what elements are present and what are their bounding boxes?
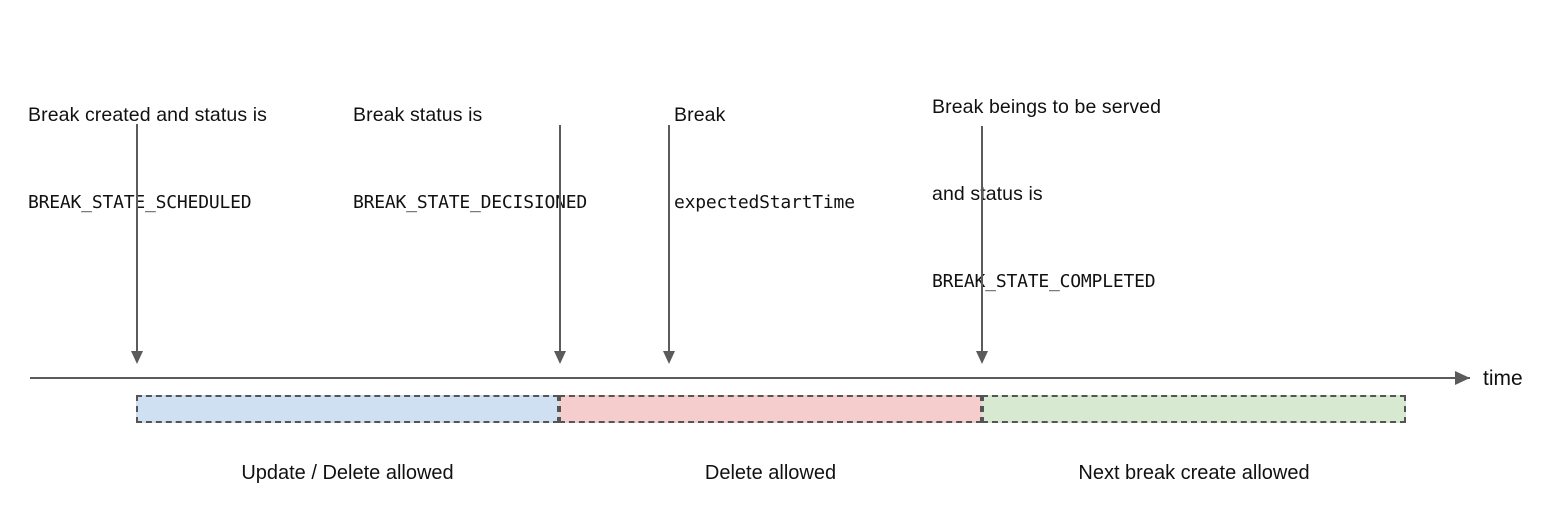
phase-caption-next-break-create: Next break create allowed: [1078, 462, 1310, 484]
event-label-line1: Break status is: [353, 104, 483, 126]
event-label-line1: Break beings to be served: [932, 96, 1162, 118]
time-axis-line: [30, 377, 1470, 379]
event-label-scheduled: Break created and status is BREAK_STATE_…: [28, 43, 267, 275]
event-label-completed: Break beings to be served and status is …: [932, 35, 1161, 354]
time-axis-label: time: [1483, 367, 1523, 390]
phase-bar-delete: [559, 395, 982, 423]
phase-caption-delete: Delete allowed: [704, 462, 837, 484]
pointer-shaft: [136, 124, 138, 351]
event-label-line1: Break: [674, 104, 726, 126]
pointer-arrowhead-icon: [554, 351, 566, 364]
event-label-line2: expectedStartTime: [674, 192, 855, 213]
event-label-expected-start-time: Break expectedStartTime: [674, 43, 855, 275]
pointer-shaft: [559, 125, 561, 351]
event-label-decisioned: Break status is BREAK_STATE_DECISIONED: [353, 43, 587, 275]
pointer-arrowhead-icon: [131, 351, 143, 364]
pointer-shaft: [981, 126, 983, 351]
event-label-line2: BREAK_STATE_DECISIONED: [353, 192, 588, 213]
pointer-arrowhead-icon: [976, 351, 988, 364]
event-label-line3: BREAK_STATE_COMPLETED: [932, 271, 1156, 292]
phase-caption-update-delete: Update / Delete allowed: [241, 462, 454, 484]
pointer-arrowhead-icon: [663, 351, 675, 364]
event-label-line2: BREAK_STATE_SCHEDULED: [28, 192, 252, 213]
phase-bar-next-break-create: [982, 395, 1406, 423]
phase-bar-update-delete: [136, 395, 559, 423]
time-axis-arrowhead-icon: [1455, 371, 1470, 385]
event-label-line2: and status is: [932, 183, 1043, 205]
event-label-line1: Break created and status is: [28, 104, 267, 126]
pointer-shaft: [668, 125, 670, 351]
